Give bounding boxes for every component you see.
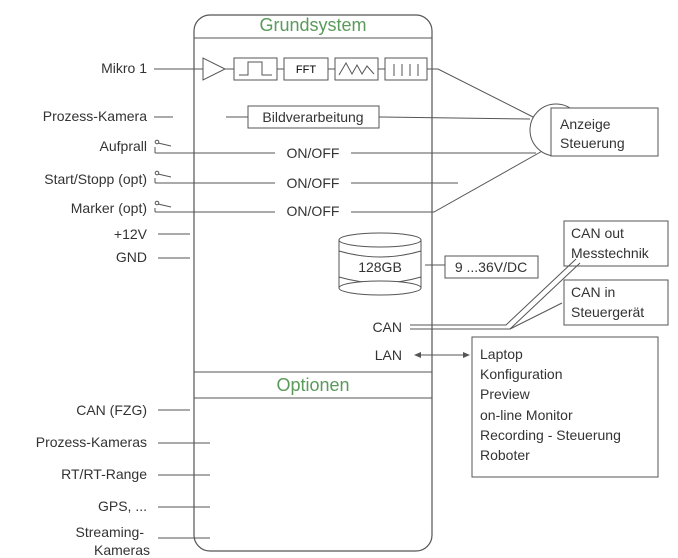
can-in-line-2: Steuergerät xyxy=(571,304,644,320)
line-chain-to-anzeige xyxy=(427,68,536,119)
anzeige-line-1: Anzeige xyxy=(560,116,611,132)
laptop-line-1: Laptop xyxy=(480,346,523,362)
pulse-filter-icon xyxy=(233,57,278,81)
voltage-box xyxy=(444,255,539,279)
label-aufprall: Aufprall xyxy=(100,138,147,154)
laptop-line-6: Roboter xyxy=(480,447,530,463)
label-marker: Marker (opt) xyxy=(71,200,147,216)
label-gnd: GND xyxy=(116,249,147,265)
section-title-options: Optionen xyxy=(276,375,349,395)
switch-icon-start-stopp xyxy=(154,170,173,184)
fft-label: FFT xyxy=(296,64,316,76)
laptop-line-2: Konfiguration xyxy=(480,366,563,382)
section-title-main: Grundsystem xyxy=(259,15,366,35)
laptop-box xyxy=(471,336,659,478)
line-can-out-a xyxy=(410,258,577,326)
bildverarbeitung-label: Bildverarbeitung xyxy=(262,109,363,125)
storage-icon xyxy=(338,232,422,296)
can-out-box xyxy=(563,220,669,267)
line-marker-to-anzeige xyxy=(351,144,554,213)
arrow-right-icon xyxy=(463,352,470,358)
anzeige-box xyxy=(550,107,659,157)
label-prozess-kamera: Prozess-Kamera xyxy=(43,108,147,124)
can-out-line-1: CAN out xyxy=(571,225,624,241)
laptop-line-3: Preview xyxy=(480,386,531,402)
can-in-line-1: CAN in xyxy=(571,284,615,300)
fft-block: FFT xyxy=(283,57,329,81)
waveform-icon xyxy=(334,57,379,81)
storage-label: 128GB xyxy=(358,259,402,275)
laptop-line-5: Recording - Steuerung xyxy=(480,427,621,443)
onoff-aufprall: ON/OFF xyxy=(287,145,340,161)
label-mikro: Mikro 1 xyxy=(101,60,147,76)
label-can-port: CAN xyxy=(372,319,402,335)
label-gps: GPS, ... xyxy=(98,498,147,514)
onoff-marker: ON/OFF xyxy=(287,203,340,219)
can-in-box xyxy=(563,279,669,326)
onoff-start-stopp: ON/OFF xyxy=(287,175,340,191)
label-can-fzg: CAN (FZG) xyxy=(76,402,147,418)
laptop-line-4: on-line Monitor xyxy=(480,407,573,423)
label-plus12v: +12V xyxy=(114,226,148,242)
label-prozess-kameras: Prozess-Kameras xyxy=(36,434,147,450)
label-start-stopp: Start/Stopp (opt) xyxy=(44,171,147,187)
line-bildverarbeitung-to-anzeige xyxy=(378,116,531,120)
amplifier-icon xyxy=(202,57,227,81)
line-can-in xyxy=(509,302,563,330)
voltage-label: 9 ...36V/DC xyxy=(455,259,527,275)
label-streaming-1: Streaming- xyxy=(76,524,145,540)
label-streaming-2: Kameras xyxy=(94,542,150,558)
main-frame xyxy=(193,14,433,552)
arrow-left-icon xyxy=(414,352,421,358)
switch-icon-aufprall xyxy=(154,139,173,154)
label-lan-port: LAN xyxy=(375,347,402,363)
bar-spectrum-icon xyxy=(384,57,428,81)
label-rt-range: RT/RT-Range xyxy=(61,466,147,482)
can-out-line-2: Messtechnik xyxy=(571,245,650,261)
switch-icon-marker xyxy=(154,200,173,213)
anzeige-line-2: Steuerung xyxy=(560,135,625,151)
